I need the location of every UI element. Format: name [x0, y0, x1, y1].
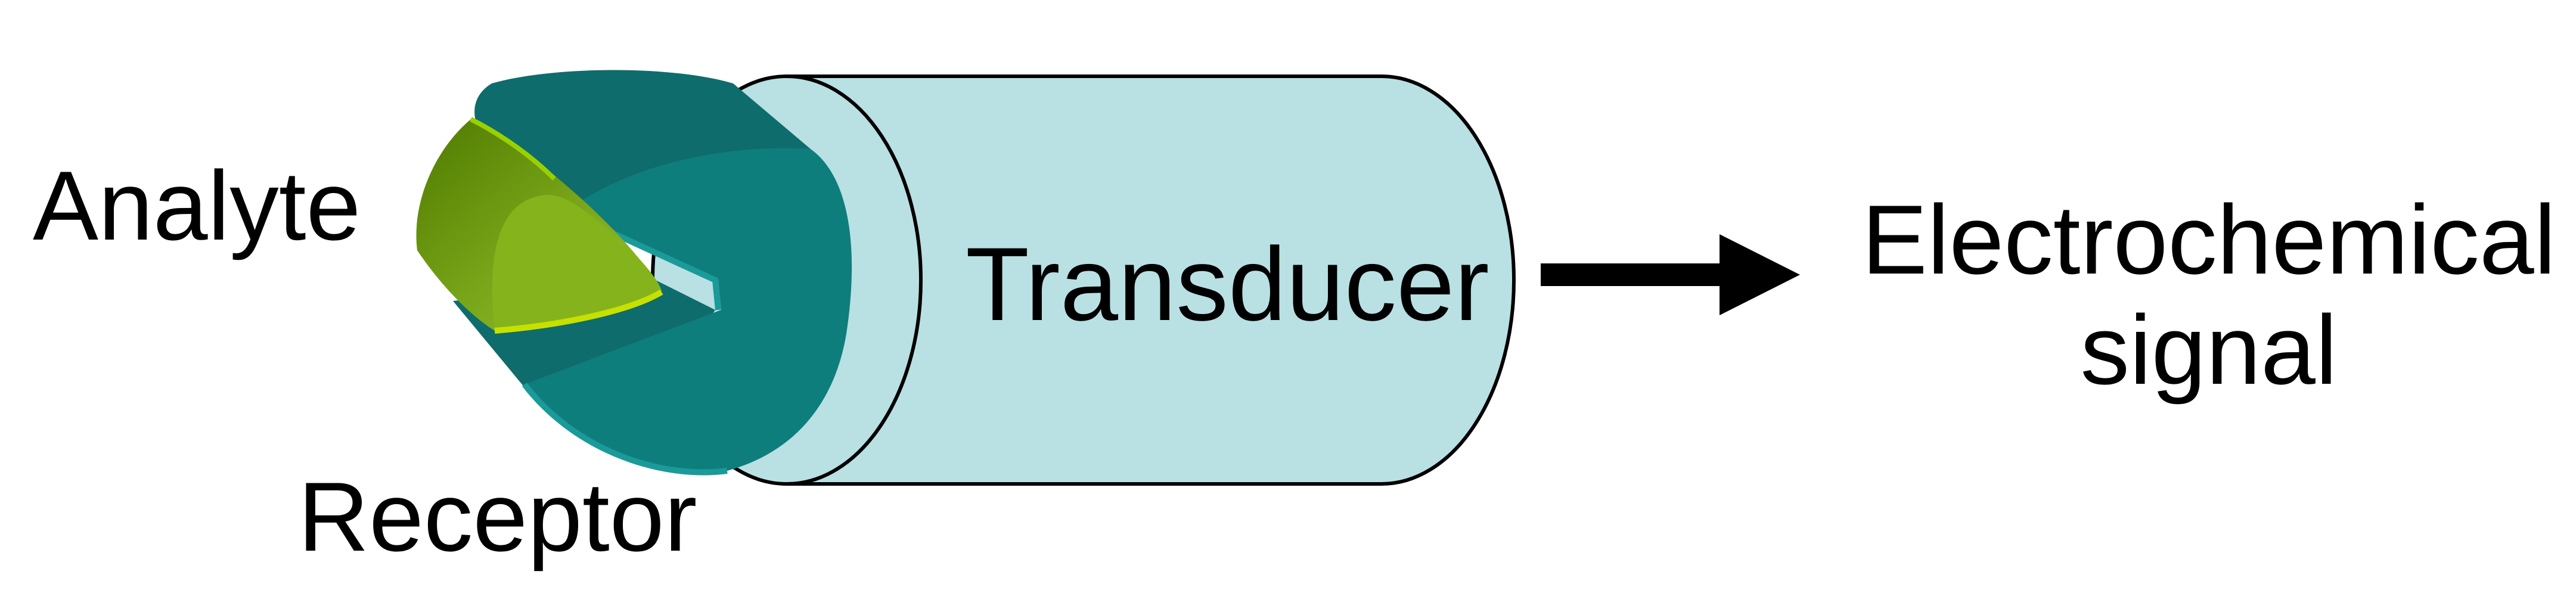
analyte-highlight [470, 117, 556, 181]
analyte-label: Analyte [33, 151, 361, 260]
transducer-body [785, 74, 1516, 486]
analyte-shape [416, 117, 663, 334]
receptor-rim [522, 382, 728, 476]
receptor-top-flap [474, 70, 811, 212]
signal-label-line1: Electrochemical [1861, 185, 2556, 294]
signal-arrow [1541, 234, 1800, 315]
receptor-pocket-edge [570, 212, 721, 310]
analyte-rim [494, 289, 663, 334]
receptor-label: Receptor [298, 462, 697, 572]
signal-label-line2: signal [2080, 294, 2338, 405]
transducer-label: Transducer [966, 226, 1489, 343]
arrow-head [1720, 234, 1800, 315]
electrochemical-signal-label: Electrochemical signal [1842, 185, 2576, 405]
arrow-shaft [1541, 263, 1720, 286]
analyte-front-face [492, 195, 662, 331]
